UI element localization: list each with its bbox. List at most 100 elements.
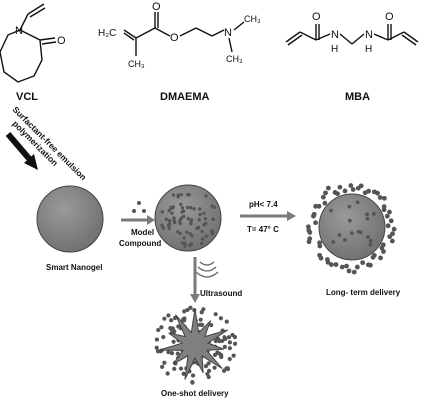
smart-nanogel-ball: [36, 185, 104, 253]
released-dot: [387, 209, 392, 215]
released-dot: [185, 307, 190, 313]
released-dot: [311, 211, 317, 217]
payload-dot: [185, 205, 190, 210]
released-dot: [172, 329, 177, 334]
payload-dot: [197, 218, 201, 222]
released-dot: [161, 334, 166, 340]
payload-dot: [176, 230, 180, 234]
released-dot: [323, 190, 328, 196]
released-dot: [166, 313, 171, 318]
model-compound-dots: [132, 201, 146, 213]
payload-dot: [211, 217, 215, 222]
released-dot: [370, 254, 376, 260]
released-dot: [213, 312, 218, 317]
released-dot: [231, 353, 236, 358]
released-dot: [224, 319, 229, 324]
synthesis-label-line1: Surfactant-free emulsion: [11, 104, 89, 182]
released-dot: [350, 187, 356, 192]
ultrasound-waves-icon: [195, 261, 219, 278]
released-dot: [212, 365, 217, 370]
long-term-dots: [306, 183, 397, 275]
released-dot: [156, 327, 161, 333]
released-dot: [218, 316, 224, 321]
payload-dot: [200, 229, 204, 233]
payload-dot: [202, 211, 206, 216]
payload-dot: [356, 229, 361, 234]
payload-dot: [200, 241, 204, 245]
payload-dot: [167, 222, 172, 226]
released-dot: [307, 236, 313, 242]
ultrasound-label: Ultrasound: [200, 289, 242, 298]
payload-dot: [189, 205, 193, 210]
released-dot: [190, 373, 196, 378]
released-dot: [326, 185, 331, 191]
mba-structure: [285, 24, 419, 46]
released-dot: [391, 226, 397, 232]
released-dot: [220, 338, 225, 344]
vcl-name: VCL: [16, 91, 38, 103]
released-dot: [346, 268, 352, 274]
released-dot: [366, 188, 372, 194]
released-dot: [160, 364, 165, 369]
vcl-structure: [0, 3, 57, 83]
released-dot: [206, 368, 212, 373]
payload-dot: [178, 231, 182, 236]
payload-dot: [337, 233, 342, 237]
smart-nanogel-label: Smart Nanogel: [46, 263, 102, 272]
released-dot: [197, 322, 203, 327]
mba-h-right: H: [365, 44, 372, 55]
dmaema-atom-o-double: O: [152, 1, 161, 13]
payload-dot: [180, 206, 185, 210]
released-dot: [188, 305, 193, 310]
released-dot: [337, 184, 343, 190]
payload-dot: [167, 226, 171, 231]
payload-dot: [210, 231, 215, 236]
payload-dot: [210, 204, 214, 208]
payload-dot: [202, 223, 206, 227]
released-dot: [162, 316, 167, 321]
payload-dot: [198, 207, 202, 211]
released-dot: [226, 335, 232, 340]
payload-dot: [169, 205, 173, 210]
payload-dot: [189, 242, 194, 246]
one-shot-label: One-shot delivery: [161, 389, 229, 398]
released-dot: [351, 269, 357, 275]
released-dot: [230, 332, 235, 338]
mba-name: MBA: [345, 91, 370, 103]
released-dot: [221, 368, 227, 373]
payload-dot: [179, 216, 184, 220]
payload-dot: [349, 231, 354, 236]
payload-dot: [368, 242, 373, 247]
released-dot: [209, 322, 214, 328]
model-label-line1: Model: [131, 228, 154, 237]
released-dot: [342, 188, 348, 194]
payload-dot: [179, 202, 183, 207]
payload-dot: [190, 234, 194, 238]
dmaema-ch3-b: CH₃: [244, 14, 261, 24]
payload-dot: [161, 226, 166, 230]
released-dot: [175, 351, 180, 356]
released-dot: [387, 234, 393, 239]
payload-dot: [178, 221, 182, 226]
payload-dot: [172, 218, 176, 223]
condition-temp: T= 47° C: [247, 225, 279, 234]
payload-dot: [167, 218, 172, 223]
released-dot: [206, 374, 211, 380]
released-dot: [306, 224, 311, 230]
payload-dot: [179, 192, 184, 197]
released-dot: [317, 240, 322, 246]
released-dot: [388, 218, 394, 224]
released-dot: [166, 350, 171, 355]
released-dot: [218, 353, 224, 358]
payload-dot: [176, 193, 180, 197]
released-dot: [317, 252, 323, 258]
payload-dot: [203, 217, 208, 221]
long-term-label: Long- term delivery: [326, 288, 401, 297]
long-term-ball: [318, 193, 386, 261]
dmaema-structure: [123, 12, 245, 56]
released-dot: [385, 223, 391, 229]
payload-dot: [371, 212, 376, 216]
payload-dot: [188, 231, 192, 236]
synthesis-arrow: [5, 132, 38, 170]
released-dot: [232, 341, 238, 346]
